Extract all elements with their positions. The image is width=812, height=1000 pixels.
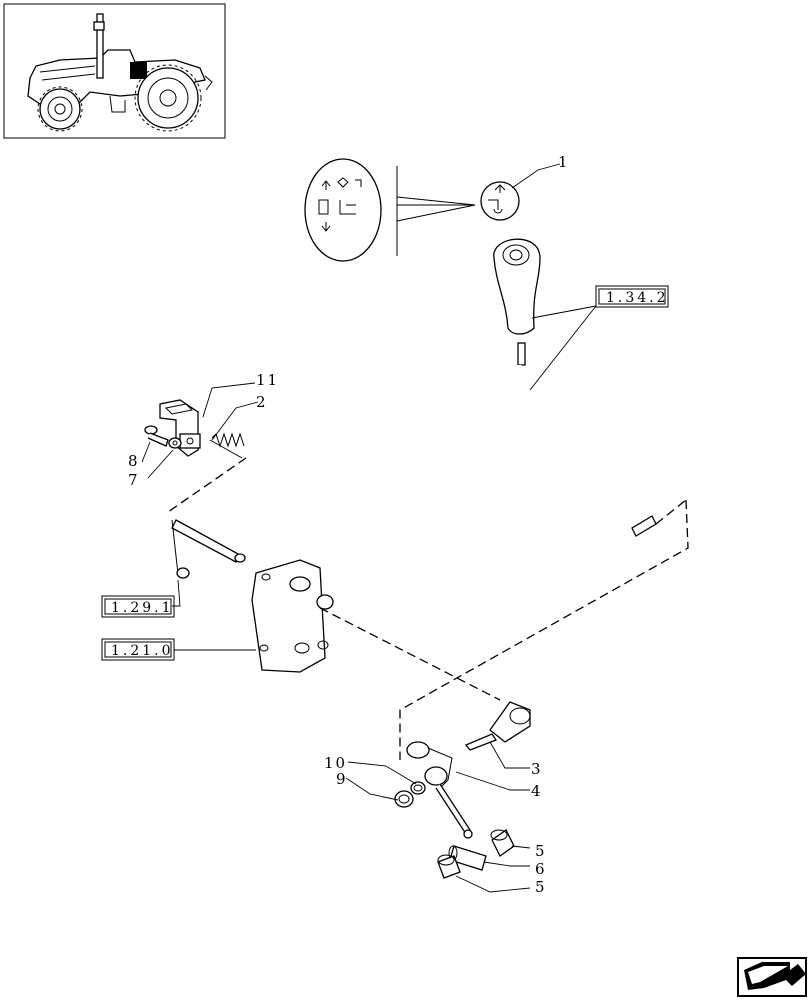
part-2-spring — [209, 432, 245, 459]
gear-lever-rod — [516, 342, 657, 564]
callout-2: 2 — [256, 393, 268, 411]
part-11-bracket — [159, 399, 201, 457]
part-9-circlip — [394, 790, 414, 808]
callout-1: 1 — [558, 153, 570, 171]
assembly-dashed-lines — [167, 457, 689, 760]
next-page-arrow-icon[interactable] — [737, 957, 807, 997]
callout-11: 11 — [256, 371, 279, 389]
callout-5-upper: 5 — [535, 842, 547, 860]
reference-1-21-0: 1.21.0 — [111, 643, 174, 659]
part-5-bush-upper — [490, 829, 515, 857]
leader-lines — [141, 163, 597, 893]
reference-1-29-1: 1.29.1 — [111, 600, 174, 616]
callout-9: 9 — [336, 770, 348, 788]
reference-box-1-29-1[interactable]: 1.29.1 — [101, 595, 175, 618]
callout-6: 6 — [535, 860, 547, 878]
decal-symbol-detail — [304, 158, 476, 262]
part-8-bolt — [144, 425, 169, 447]
reference-box-1-34-2[interactable]: 1.34.2 — [595, 285, 669, 308]
reference-1-34-2: 1.34.2 — [606, 290, 669, 306]
callout-5-lower: 5 — [535, 878, 547, 896]
callout-7: 7 — [128, 471, 140, 489]
selector-shaft — [171, 519, 246, 579]
part-7-washer — [168, 437, 182, 449]
callout-8: 8 — [128, 452, 140, 470]
part-5-bush-lower — [437, 854, 461, 879]
part-10-ring — [410, 781, 426, 795]
tractor-thumbnail-icon — [3, 3, 226, 139]
gearbox-cover-housing — [251, 559, 334, 673]
callout-10: 10 — [324, 754, 347, 772]
reference-box-1-21-0[interactable]: 1.21.0 — [101, 638, 175, 661]
part-4-selector-fork — [406, 741, 473, 839]
callout-4: 4 — [531, 782, 543, 800]
part-1-decal — [480, 181, 520, 221]
gear-lever-knob — [493, 238, 541, 335]
callout-3: 3 — [531, 760, 543, 778]
part-6-pin — [448, 845, 487, 871]
callout-labels: 1 2 3 4 5 6 5 7 8 9 10 11 — [128, 153, 570, 896]
part-3-lever-pin — [464, 701, 531, 751]
